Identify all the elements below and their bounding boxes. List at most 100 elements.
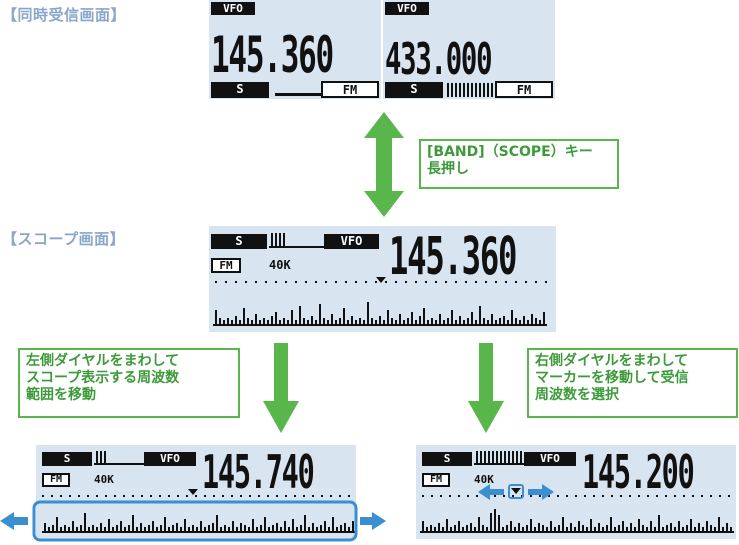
signal-bar — [219, 318, 221, 324]
signal-bar — [694, 527, 696, 531]
fm-badge: FM — [211, 258, 241, 273]
signal-bar — [722, 527, 724, 531]
s-meter-label: S — [385, 82, 443, 98]
signal-bar — [690, 519, 692, 531]
signal-bar — [244, 525, 246, 531]
signal-bar — [459, 316, 461, 324]
signal-bar — [252, 519, 254, 531]
scale-dot — [375, 281, 377, 283]
scale-dot — [530, 495, 532, 497]
signal-bar — [550, 521, 552, 531]
scale-dot — [78, 495, 80, 497]
s-meter-bar — [275, 93, 325, 96]
s-meter-label: S — [211, 82, 269, 98]
scale-dot — [425, 281, 427, 283]
signal-bar — [60, 527, 62, 531]
signal-bar — [682, 527, 684, 531]
scale-dot — [249, 495, 251, 497]
signal-bar — [383, 320, 385, 324]
signal-bar — [523, 316, 525, 324]
scale-dot — [647, 495, 649, 497]
scale-dot — [132, 495, 134, 497]
signal-bar — [68, 527, 70, 531]
fm-badge: FM — [42, 473, 70, 487]
signal-bar — [351, 316, 353, 324]
scale-dot — [503, 495, 505, 497]
signal-bar — [443, 320, 445, 324]
signal-bar — [72, 521, 74, 531]
scale-dot — [415, 281, 417, 283]
signal-bar — [363, 320, 365, 324]
frequency-readout: 145.740 — [202, 445, 315, 499]
signal-bar — [650, 521, 652, 531]
signal-bar — [423, 308, 425, 324]
signal-bar — [196, 527, 198, 531]
dual-watch-left-display: VFO 145.360 S FM — [209, 0, 381, 99]
signal-bar — [407, 318, 409, 324]
scale-dot — [505, 281, 507, 283]
scale-dot — [159, 495, 161, 497]
scale-dot — [440, 495, 442, 497]
scale-dot — [535, 281, 537, 283]
signal-bar — [530, 519, 532, 531]
frequency-readout: 145.360 — [389, 227, 517, 287]
signal-bar — [726, 523, 728, 531]
dual-watch-right-display: VFO 433.000 S FM — [383, 0, 555, 99]
signal-bar — [706, 521, 708, 531]
signal-bar — [112, 527, 114, 531]
signal-bar — [92, 525, 94, 531]
signal-bar — [236, 527, 238, 531]
signal-bar — [52, 525, 54, 531]
signal-bar — [231, 320, 233, 324]
frequency-readout: 145.200 — [582, 445, 695, 499]
signal-bar — [284, 521, 286, 531]
scale-dot — [114, 495, 116, 497]
scale-dot — [385, 281, 387, 283]
signal-bar — [264, 517, 266, 531]
scale-dot — [295, 281, 297, 283]
signal-bar — [268, 527, 270, 531]
signal-bar — [287, 320, 289, 324]
scale-dot — [422, 495, 424, 497]
signal-bar — [514, 527, 516, 531]
scope-range-highlight — [0, 500, 386, 542]
signal-bar — [192, 525, 194, 531]
scale-dot — [305, 281, 307, 283]
signal-bar — [426, 527, 428, 531]
signal-bar — [438, 523, 440, 531]
scale-dot — [602, 495, 604, 497]
signal-bar — [463, 320, 465, 324]
signal-bar — [255, 314, 257, 324]
signal-bar — [626, 527, 628, 531]
signal-bar — [507, 320, 509, 324]
signal-bar — [698, 523, 700, 531]
signal-bar — [678, 521, 680, 531]
signal-bar — [48, 527, 50, 531]
signal-bar — [531, 314, 533, 324]
scale-dot — [545, 281, 547, 283]
signal-bar — [610, 517, 612, 531]
signal-bar — [44, 523, 46, 531]
signal-bar — [339, 318, 341, 324]
span-label: 40K — [474, 473, 494, 486]
signal-bar — [594, 527, 596, 531]
signal-bar — [586, 527, 588, 531]
signal-bar — [447, 318, 449, 324]
signal-bar — [188, 527, 190, 531]
signal-bar — [415, 320, 417, 324]
scale-dot — [719, 495, 721, 497]
scale-dot — [215, 281, 217, 283]
signal-bar — [348, 527, 350, 531]
signal-bar — [164, 517, 166, 531]
span-label: 40K — [269, 258, 291, 272]
signal-bar — [646, 527, 648, 531]
scale-dot — [312, 495, 314, 497]
signal-bar — [519, 320, 521, 324]
signal-bar — [335, 320, 337, 324]
signal-bar — [223, 320, 225, 324]
signal-bar — [506, 525, 508, 531]
signal-bar — [343, 308, 345, 324]
signal-bar — [582, 525, 584, 531]
signal-bar — [462, 527, 464, 531]
signal-bar — [243, 308, 245, 324]
